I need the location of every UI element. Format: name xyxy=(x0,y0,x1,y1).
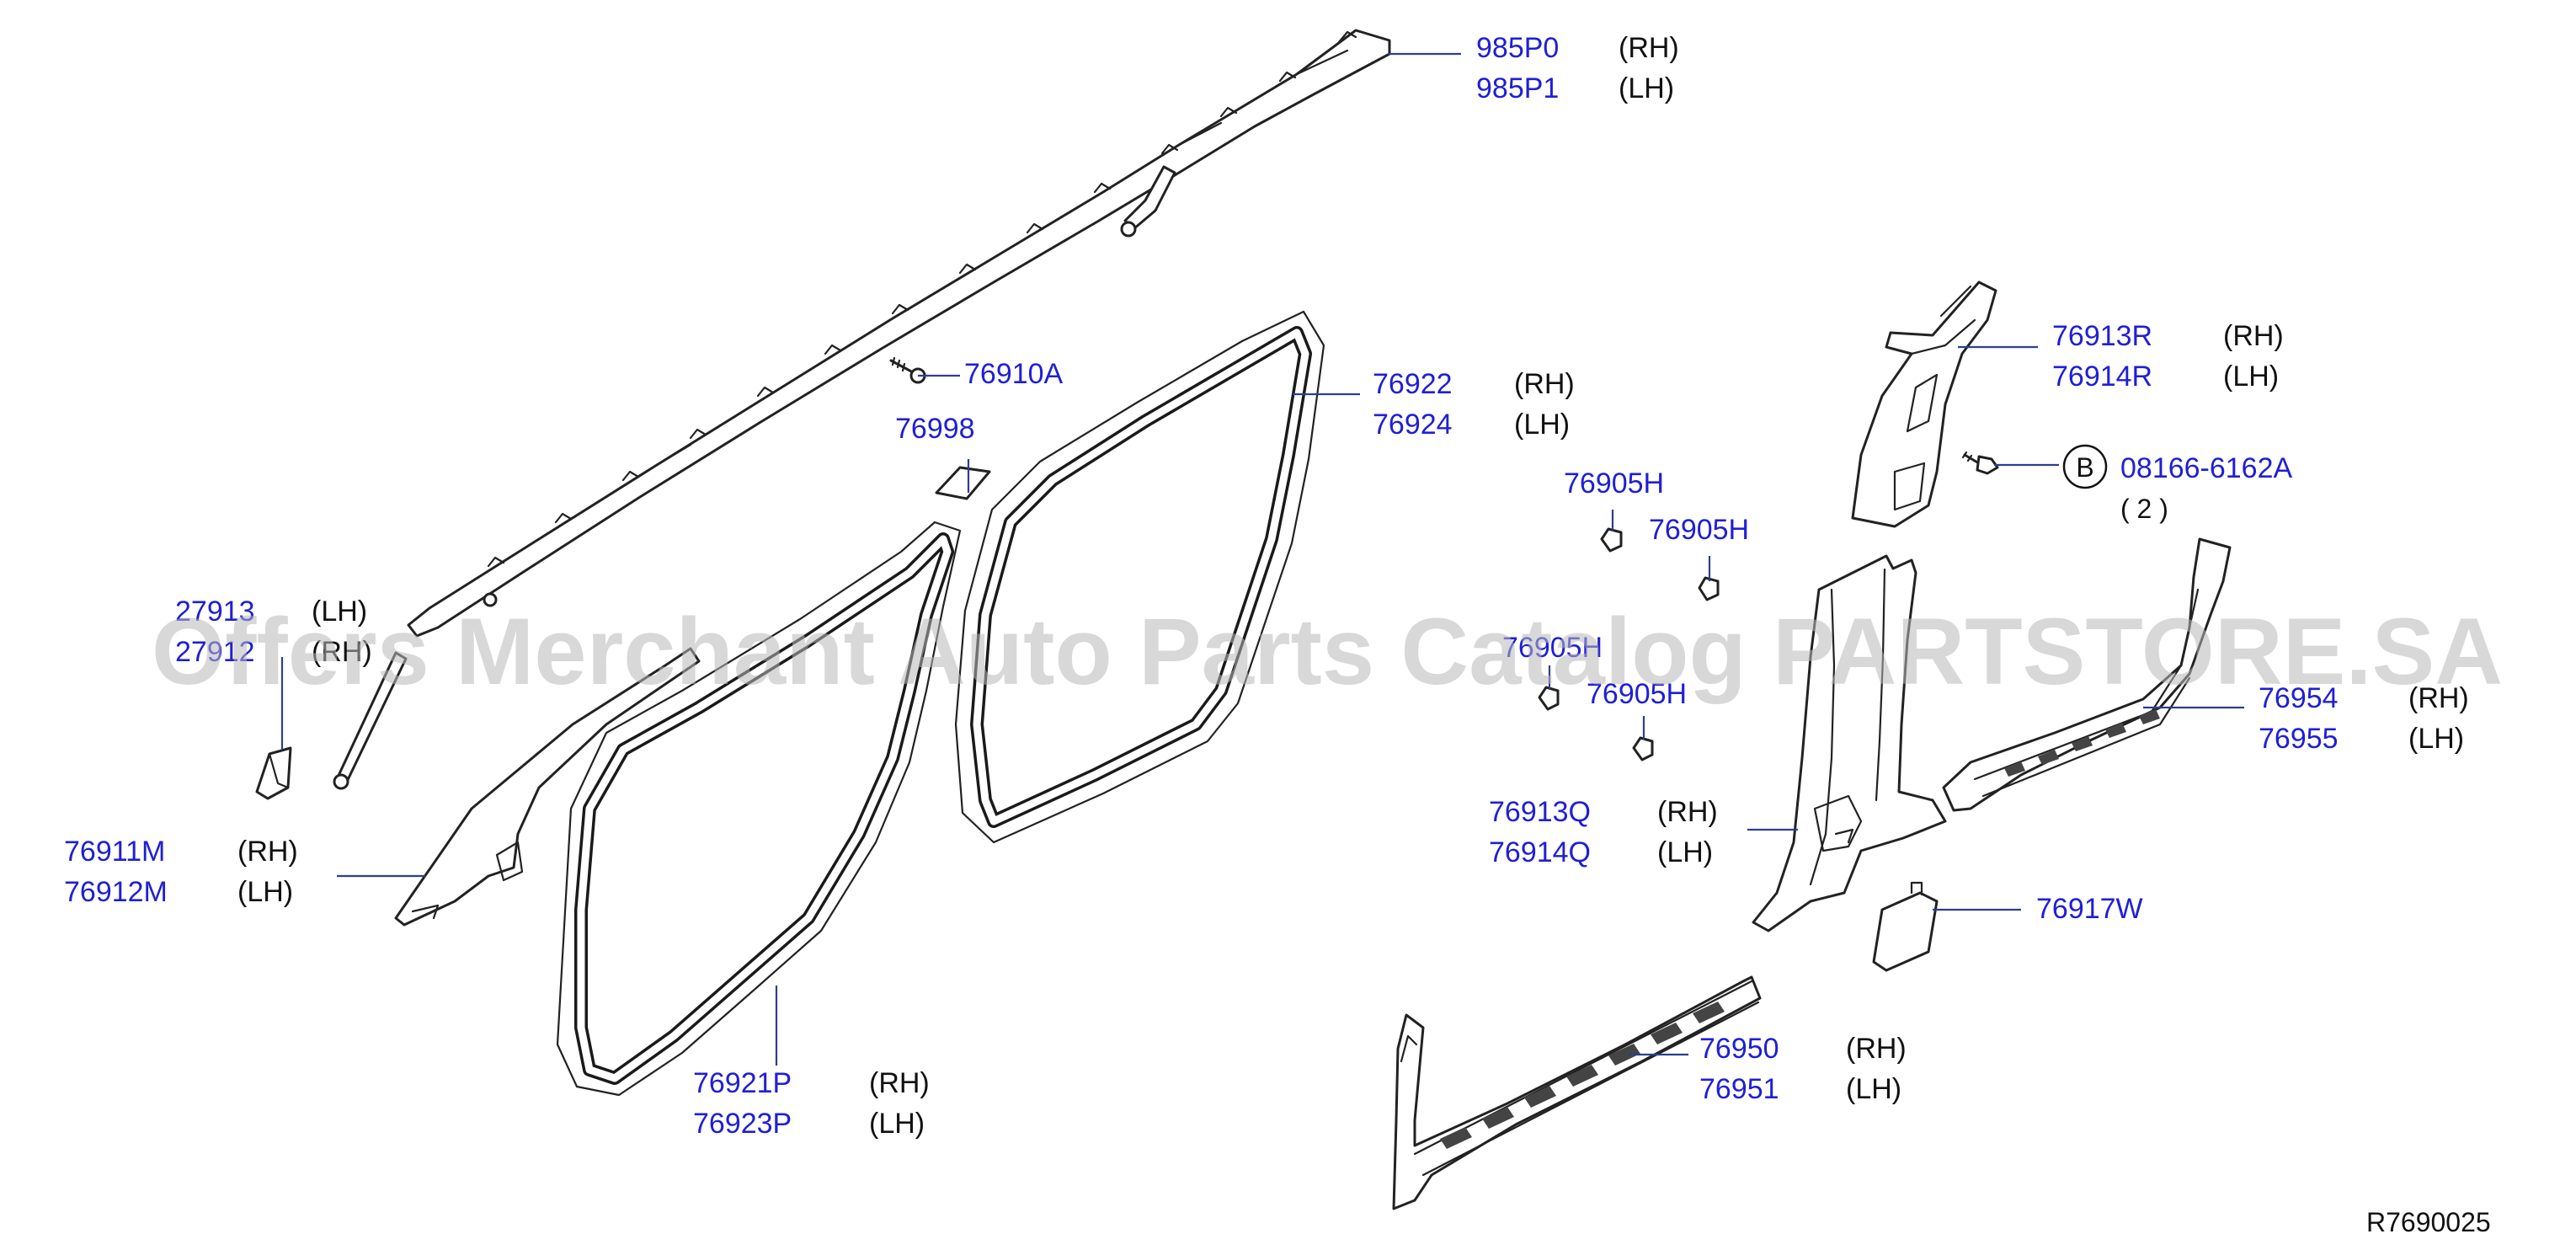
part-number-76922: 76922 xyxy=(1373,368,1453,400)
center-pillar-lower-garnish-drawing xyxy=(1752,554,1947,932)
callout-985p: 985P0 (RH) 985P1 (LH) xyxy=(1476,32,1679,104)
part-number-76914q: 76914Q xyxy=(1489,836,1591,868)
part-number-27913: 27913 xyxy=(175,596,255,628)
clip-76905h-drawing xyxy=(1538,527,1720,761)
side-rh: (RH) xyxy=(869,1067,930,1099)
callout-76998: 76998 xyxy=(895,413,975,445)
part-number-76955: 76955 xyxy=(2259,723,2339,755)
side-rh: (RH) xyxy=(312,636,372,668)
side-rh: (RH) xyxy=(1657,796,1718,828)
front-door-weatherstrip-drawing xyxy=(556,521,962,1097)
part-number-985p0: 985P0 xyxy=(1476,32,1559,64)
cap-76917w-drawing xyxy=(1872,881,1939,972)
callout-76913r: 76913R (RH) 76914R (LH) xyxy=(2052,320,2284,393)
callout-76911m: 76911M (RH) 76912M (LH) xyxy=(64,836,298,908)
front-kicking-plate-drawing xyxy=(1392,975,1762,1210)
side-lh: (LH) xyxy=(1514,409,1570,441)
bolt-08166-drawing xyxy=(1961,451,1999,475)
part-number-76912m: 76912M xyxy=(64,876,168,908)
rear-kicking-plate-drawing xyxy=(1942,537,2232,812)
callout-08166: B 08166-6162A ( 2 ) xyxy=(2062,444,2293,524)
part-number-76923p: 76923P xyxy=(693,1108,792,1140)
side-rh: (RH) xyxy=(1846,1033,1907,1065)
part-number-76951: 76951 xyxy=(1699,1073,1779,1105)
part-number-76913q: 76913Q xyxy=(1489,796,1591,828)
callout-76910a: 76910A xyxy=(964,358,1064,390)
callout-76921p: 76921P (RH) 76923P (LH) xyxy=(693,1067,930,1140)
side-rh: (RH) xyxy=(1619,32,1679,64)
part-number-76910a: 76910A xyxy=(964,358,1064,390)
front-pillar-garnish-drawing xyxy=(394,647,701,927)
part-number-76914r: 76914R xyxy=(2052,361,2152,393)
part-number-08166-6162a: 08166-6162A xyxy=(2120,452,2293,484)
reference-marker xyxy=(2062,444,2108,489)
part-number-76924: 76924 xyxy=(1373,409,1453,441)
part-number-76998: 76998 xyxy=(895,413,975,445)
watermark: Offers Merchant Auto Parts Catalog PARTS… xyxy=(152,599,2503,704)
side-lh: (LH) xyxy=(2408,723,2464,755)
clip-drawing xyxy=(255,746,292,800)
part-number-76905h: 76905H xyxy=(1502,632,1603,664)
callout-76917w: 76917W xyxy=(2036,893,2143,925)
pad-76998-drawing xyxy=(935,466,991,500)
side-rh: (RH) xyxy=(237,836,298,868)
callout-76905h-1: 76905H xyxy=(1564,467,1664,499)
diagram-reference-code: R7690025 xyxy=(2366,1207,2491,1237)
part-number-76905h: 76905H xyxy=(1649,514,1749,546)
callout-76905h-2: 76905H xyxy=(1649,514,1749,546)
side-lh: (LH) xyxy=(2223,361,2279,393)
side-rh: (RH) xyxy=(1514,368,1575,400)
side-lh: (LH) xyxy=(1619,72,1674,104)
part-number-76911m: 76911M xyxy=(64,836,165,868)
side-rh: (RH) xyxy=(2408,682,2469,714)
callout-76905h-4: 76905H xyxy=(1587,678,1687,710)
side-lh: (LH) xyxy=(869,1108,925,1140)
callout-76922: 76922 (RH) 76924 (LH) xyxy=(1373,368,1575,441)
callout-76905h-3: 76905H xyxy=(1502,632,1603,664)
rear-door-weatherstrip-drawing xyxy=(954,310,1325,844)
part-number-76917w: 76917W xyxy=(2036,893,2143,925)
part-number-76921p: 76921P xyxy=(693,1067,792,1099)
callout-27913: 27913 (LH) 27912 (RH) xyxy=(175,596,372,668)
part-number-76954: 76954 xyxy=(2259,682,2339,714)
side-lh: (LH) xyxy=(237,876,293,908)
side-lh: (LH) xyxy=(1846,1073,1901,1105)
part-number-985p1: 985P1 xyxy=(1476,72,1559,104)
side-lh: (LH) xyxy=(312,596,367,628)
center-pillar-upper-garnish-drawing xyxy=(1851,280,1997,528)
part-number-76913r: 76913R xyxy=(2052,320,2152,352)
screw-76910a-drawing xyxy=(889,356,926,384)
quantity: ( 2 ) xyxy=(2120,494,2168,524)
part-number-27912: 27912 xyxy=(175,636,255,668)
curtain-airbag-drawing xyxy=(333,29,1391,790)
side-rh: (RH) xyxy=(2223,320,2284,352)
callout-76913q: 76913Q (RH) 76914Q (LH) xyxy=(1489,796,1718,868)
part-number-76905h: 76905H xyxy=(1564,467,1664,499)
part-number-76950: 76950 xyxy=(1699,1033,1779,1065)
reference-marker-letter: B xyxy=(2076,452,2093,483)
callout-76950: 76950 (RH) 76951 (LH) xyxy=(1699,1033,1907,1105)
part-number-76905h: 76905H xyxy=(1587,678,1687,710)
side-lh: (LH) xyxy=(1657,836,1713,868)
leader-lines xyxy=(280,52,2244,1066)
callout-76954: 76954 (RH) 76955 (LH) xyxy=(2259,682,2469,755)
